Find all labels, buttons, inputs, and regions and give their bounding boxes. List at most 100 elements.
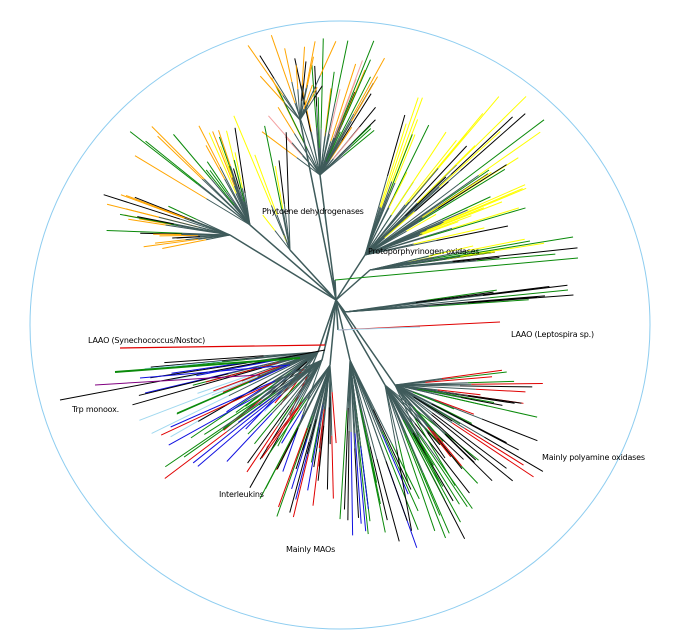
clade-trunk [229, 234, 337, 301]
leaf-branch [157, 135, 203, 180]
leaf-branch [428, 245, 474, 257]
leaf-branch [324, 88, 332, 137]
leaf-branch [164, 431, 228, 479]
leaf-branch [234, 152, 243, 189]
internal-branch [394, 384, 469, 397]
leaf-branch [444, 433, 475, 463]
leaf-branch [431, 412, 507, 469]
leaf-branch [331, 392, 337, 444]
internal-branch [225, 191, 251, 226]
leaf-branch [295, 65, 299, 90]
leaf-branch [414, 423, 470, 494]
internal-branch [272, 351, 319, 387]
leaf-branch [409, 422, 468, 508]
leaf-branch [463, 420, 519, 451]
internal-branch [276, 214, 291, 251]
leaf-branch [358, 441, 369, 535]
leaf-branch [134, 155, 207, 200]
leaf-branch [268, 115, 293, 144]
leaf-branch [402, 419, 446, 500]
leaf-branch [443, 188, 523, 223]
leaf-branch [301, 61, 307, 101]
internal-branch [319, 364, 331, 428]
leaf-branch [413, 396, 453, 422]
internal-branch [349, 359, 356, 434]
internal-branch [319, 140, 343, 176]
leaf-branch [338, 76, 371, 138]
clade-trunk [249, 224, 337, 301]
leaf-branch [418, 168, 506, 223]
leaf-branch [468, 395, 522, 404]
leaf-branch [162, 239, 207, 249]
leaf-branch [380, 437, 419, 531]
leaf-branch [205, 362, 279, 383]
leaf-branch [333, 78, 357, 139]
leaf-branch [416, 388, 459, 397]
internal-branch [394, 384, 446, 435]
internal-branch [349, 359, 362, 447]
leaf-branch [360, 446, 369, 509]
leaf-branch [405, 176, 447, 217]
internal-branch [384, 384, 404, 421]
leaf-branch [475, 388, 526, 393]
leaf-branch [347, 430, 350, 521]
leaf-branch [443, 236, 574, 259]
internal-branch [306, 364, 331, 429]
leaf-branch [143, 238, 199, 248]
leaf-branch [233, 115, 272, 206]
leaf-branch [460, 242, 545, 257]
leaf-branch [420, 443, 442, 487]
internal-branch [349, 359, 387, 462]
leaf-branch [325, 131, 341, 162]
internal-branch [295, 359, 323, 399]
leaf-branch [341, 93, 372, 141]
leaf-branch [168, 205, 197, 220]
leaf-branch [278, 160, 285, 204]
leaf-branch [391, 97, 423, 182]
leaf-branch [421, 413, 479, 461]
internal-branch [364, 168, 439, 256]
leaf-branch [164, 355, 264, 364]
leaf-branch [403, 428, 441, 516]
leaf-branch [407, 422, 435, 466]
internal-branch [369, 250, 467, 271]
leaf-branch [370, 461, 386, 533]
clade-label-interleukins: Interleukins [219, 490, 264, 499]
internal-branch [299, 108, 305, 121]
boundary-circle [29, 20, 651, 630]
leaf-branch [305, 41, 316, 89]
internal-branch [299, 75, 321, 121]
leaf-branch [437, 96, 500, 169]
leaf-branch [415, 291, 494, 304]
leaf-branch [209, 170, 227, 193]
internal-branch [364, 183, 460, 256]
leaf-branch [128, 218, 166, 226]
leaf-branch [350, 432, 354, 536]
internal-branch [262, 351, 319, 369]
leaf-branch [247, 405, 290, 464]
leaf-branch [220, 146, 233, 178]
leaf-branch [379, 123, 407, 207]
leaf-branch [342, 129, 375, 157]
leaf-branch [222, 399, 260, 430]
clade-label-laao-leptospira: LAAO (Leptospira sp.) [511, 330, 594, 339]
internal-branch [281, 209, 291, 251]
clade-trunk [334, 279, 337, 301]
clade-label-protoporphyrinogen: Protoporphyrinogen oxidases [368, 247, 480, 256]
leaf-branch [160, 383, 272, 436]
internal-branch [394, 384, 429, 428]
leaf-branch [416, 436, 460, 505]
internal-branch [244, 193, 251, 226]
internal-branch [344, 297, 490, 313]
leaf-branch [173, 134, 212, 180]
leaf-branch [237, 397, 271, 423]
clade-label-laao-synechococcus: LAAO (Synechococcus/Nostoc) [88, 336, 206, 345]
leaf-branch [284, 48, 293, 82]
leaf-branch [441, 196, 491, 220]
internal-branch [384, 384, 426, 423]
leaf-branch [311, 64, 318, 128]
leaf-branch [424, 207, 526, 238]
leaf-branch [301, 46, 306, 86]
internal-branch [349, 359, 374, 410]
leaf-branch [369, 446, 388, 521]
